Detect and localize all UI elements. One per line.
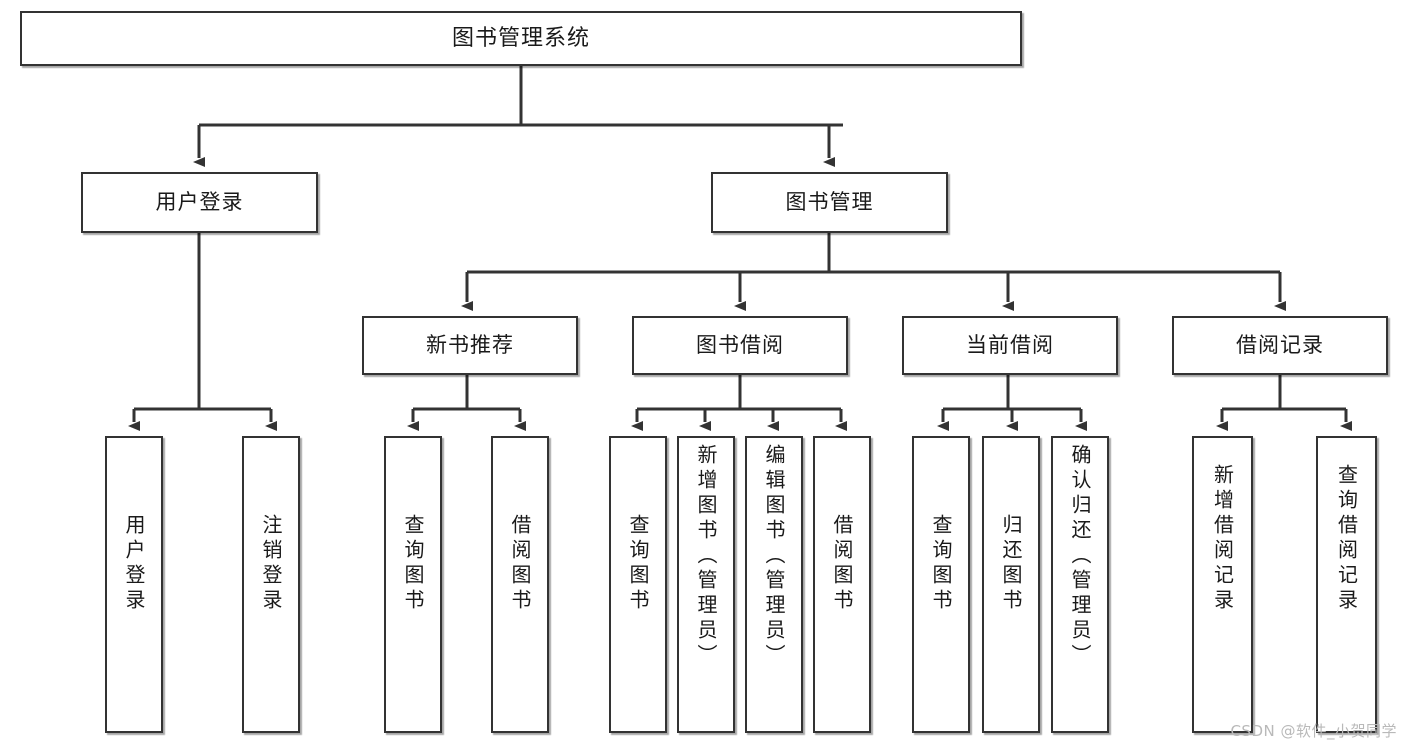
node-label: 查询图书: [929, 514, 953, 614]
node-label: 编辑图书（管理员）: [762, 444, 786, 669]
leaf-current-return-book[interactable]: 归还图书: [982, 436, 1040, 733]
node-book-borrow[interactable]: 图书借阅: [632, 316, 848, 375]
node-label: 借阅记录: [1236, 333, 1324, 358]
node-label: 归还图书: [999, 514, 1023, 614]
node-label: 用户登录: [155, 190, 244, 215]
leaf-current-query-book[interactable]: 查询图书: [912, 436, 970, 733]
node-label: 新增图书（管理员）: [694, 444, 718, 669]
leaf-borrow-add-book-admin[interactable]: 新增图书（管理员）: [677, 436, 735, 733]
node-label: 确认归还（管理员）: [1068, 444, 1092, 669]
node-borrow-record[interactable]: 借阅记录: [1172, 316, 1388, 375]
leaf-borrow-borrow-book[interactable]: 借阅图书: [813, 436, 871, 733]
node-label: 查询图书: [401, 514, 425, 614]
node-new-book-recommend[interactable]: 新书推荐: [362, 316, 578, 375]
leaf-current-confirm-return-admin[interactable]: 确认归还（管理员）: [1051, 436, 1109, 733]
node-label: 查询图书: [626, 514, 650, 614]
node-label: 用户登录: [122, 514, 146, 614]
node-label: 查询借阅记录: [1334, 464, 1359, 614]
leaf-user-login-logout[interactable]: 注销登录: [242, 436, 300, 733]
node-current-borrow[interactable]: 当前借阅: [902, 316, 1118, 375]
leaf-record-add-record[interactable]: 新增借阅记录: [1192, 436, 1253, 733]
node-label: 注销登录: [259, 514, 283, 614]
leaf-record-query-record[interactable]: 查询借阅记录: [1316, 436, 1377, 733]
node-user-login[interactable]: 用户登录: [81, 172, 318, 233]
node-label: 借阅图书: [830, 514, 854, 614]
leaf-new-book-borrow[interactable]: 借阅图书: [491, 436, 549, 733]
leaf-new-book-query[interactable]: 查询图书: [384, 436, 442, 733]
node-label: 图书管理系统: [451, 25, 590, 51]
node-label: 新书推荐: [426, 333, 514, 358]
node-label: 图书管理: [785, 190, 874, 215]
node-label: 图书借阅: [696, 333, 784, 358]
leaf-borrow-edit-book-admin[interactable]: 编辑图书（管理员）: [745, 436, 803, 733]
node-label: 当前借阅: [966, 333, 1054, 358]
node-label: 借阅图书: [508, 514, 532, 614]
node-book-management[interactable]: 图书管理: [711, 172, 948, 233]
leaf-user-login-login[interactable]: 用户登录: [105, 436, 163, 733]
node-root-library-system[interactable]: 图书管理系统: [20, 11, 1022, 66]
leaf-borrow-query-book[interactable]: 查询图书: [609, 436, 667, 733]
node-label: 新增借阅记录: [1210, 464, 1235, 614]
watermark: CSDN @软件_小贺同学: [1230, 722, 1397, 740]
